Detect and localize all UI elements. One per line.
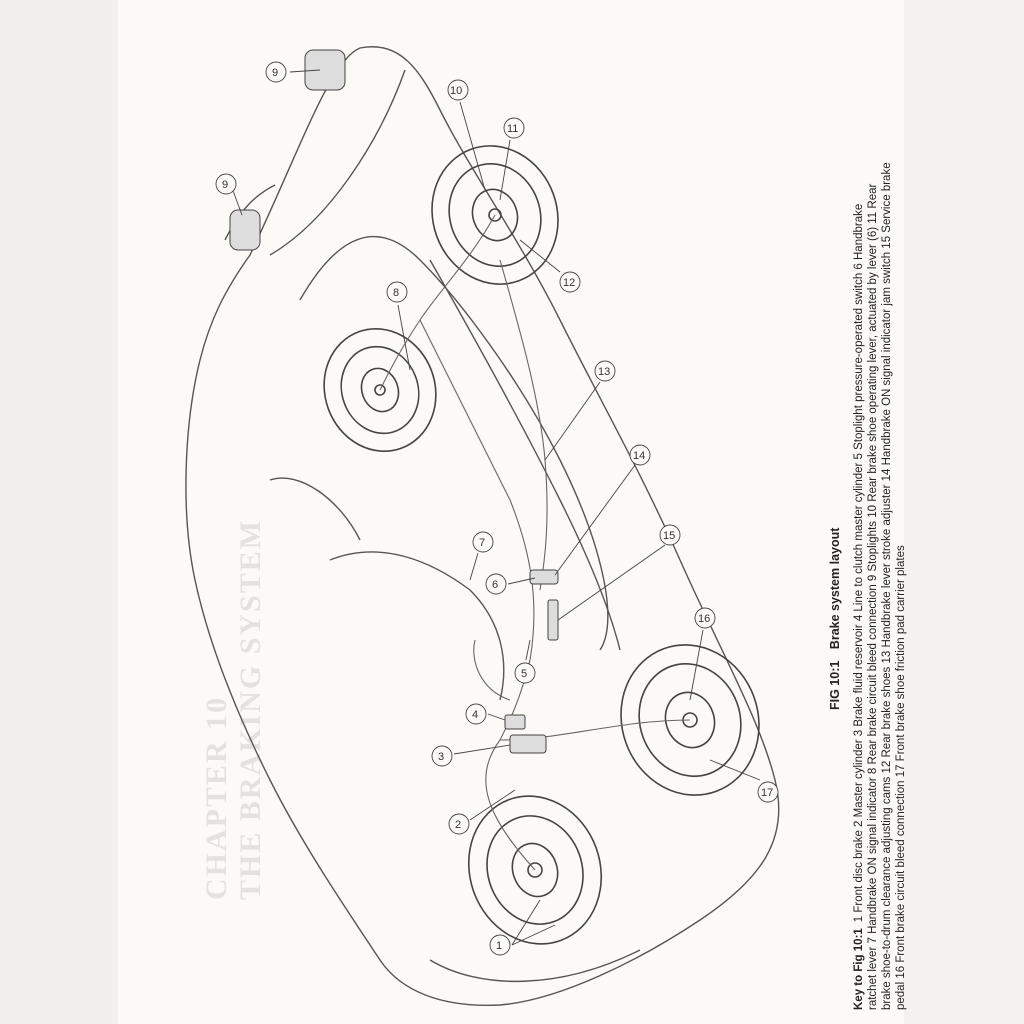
callout-3-text: 3 bbox=[438, 751, 444, 763]
wheel-rear-right bbox=[431, 145, 559, 285]
figure-title-line: FIG 10:1 Brake system layout bbox=[828, 30, 842, 710]
callout-12-text: 12 bbox=[563, 277, 575, 289]
key-line-3: brake shoe-to-drum clearance adjusting c… bbox=[881, 162, 893, 1010]
callout-3: 3 bbox=[431, 744, 511, 767]
callout-6-text: 6 bbox=[492, 579, 498, 591]
callout-12: 12 bbox=[519, 239, 581, 293]
brake-pedal bbox=[547, 599, 559, 641]
callout-11-text: 11 bbox=[507, 123, 518, 135]
callout-11: 11 bbox=[499, 117, 525, 201]
callout-9b: 9 bbox=[215, 173, 243, 216]
callout-9a-text: 9 bbox=[272, 67, 278, 79]
key-line-2: ratchet lever 7 Handbrake ON signal indi… bbox=[867, 183, 879, 1010]
callout-2-text: 2 bbox=[455, 819, 461, 831]
figure-title: Brake system layout bbox=[828, 527, 842, 650]
wheel-front-left bbox=[467, 795, 603, 945]
callout-10: 10 bbox=[447, 79, 486, 191]
handbrake-lever bbox=[529, 569, 559, 585]
rocker-line bbox=[429, 259, 621, 651]
stoplight-rear-right bbox=[304, 49, 346, 91]
master-cylinder bbox=[509, 734, 547, 754]
callout-1: 1 bbox=[489, 899, 556, 956]
callout-17: 17 bbox=[709, 759, 779, 803]
callout-16-text: 16 bbox=[698, 613, 710, 625]
clutch-line bbox=[473, 639, 511, 701]
windscreen-line bbox=[329, 551, 505, 701]
callout-13: 13 bbox=[544, 360, 616, 461]
figure-caption: FIG 10:1 Brake system layout Key to Fig … bbox=[828, 30, 908, 1010]
callout-13-text: 13 bbox=[598, 366, 610, 378]
callout-9b-text: 9 bbox=[222, 179, 228, 191]
callout-6: 6 bbox=[485, 573, 536, 595]
figure-number: FIG 10:1 bbox=[828, 660, 842, 710]
callout-7-text: 7 bbox=[479, 537, 485, 549]
callout-17-text: 17 bbox=[761, 787, 773, 799]
callout-5-text: 5 bbox=[521, 668, 527, 680]
key-line-1-text: 1 Front disc brake 2 Master cylinder 3 B… bbox=[853, 203, 865, 923]
callout-16: 16 bbox=[689, 607, 716, 701]
callout-4-text: 4 bbox=[472, 709, 478, 721]
page-margin-right bbox=[904, 0, 1024, 1024]
handbrake-cable bbox=[499, 259, 548, 591]
callout-15: 15 bbox=[557, 524, 681, 621]
rear-deck-line bbox=[269, 69, 406, 256]
callout-8-text: 8 bbox=[393, 287, 399, 299]
fluid-reservoir bbox=[504, 714, 526, 730]
car-body-outline bbox=[185, 46, 780, 1007]
key-line-4: pedal 16 Front brake circuit bleed conne… bbox=[895, 545, 907, 1010]
callout-4: 4 bbox=[465, 703, 506, 725]
callout-14-text: 14 bbox=[633, 450, 645, 462]
callout-10-text: 10 bbox=[450, 85, 462, 97]
wheel-rear-left bbox=[323, 327, 437, 453]
callout-2: 2 bbox=[448, 789, 516, 835]
callout-7: 7 bbox=[469, 531, 494, 581]
key-line-1: Key to Fig 10:1 1 Front disc brake 2 Mast… bbox=[852, 30, 866, 1010]
figure-key: Key to Fig 10:1 1 Front disc brake 2 Mast… bbox=[852, 30, 908, 1010]
door-line bbox=[269, 477, 361, 541]
callout-5: 5 bbox=[514, 639, 536, 684]
callout-15-text: 15 bbox=[663, 530, 675, 542]
callout-14: 14 bbox=[554, 444, 651, 576]
callout-8: 8 bbox=[386, 281, 411, 371]
callout-1-text: 1 bbox=[496, 940, 502, 952]
key-label: Key to Fig 10:1 bbox=[853, 928, 865, 1010]
brake-line-main bbox=[419, 319, 535, 741]
brake-line-front bbox=[485, 739, 536, 871]
callout-9a: 9 bbox=[265, 61, 321, 83]
bumper-front bbox=[429, 949, 641, 983]
brake-line-rear bbox=[379, 214, 496, 391]
stoplight-rear-left bbox=[229, 209, 261, 251]
bumper-rear bbox=[224, 184, 276, 241]
car-roof-line bbox=[299, 236, 609, 651]
page-margin-left bbox=[0, 0, 118, 1024]
